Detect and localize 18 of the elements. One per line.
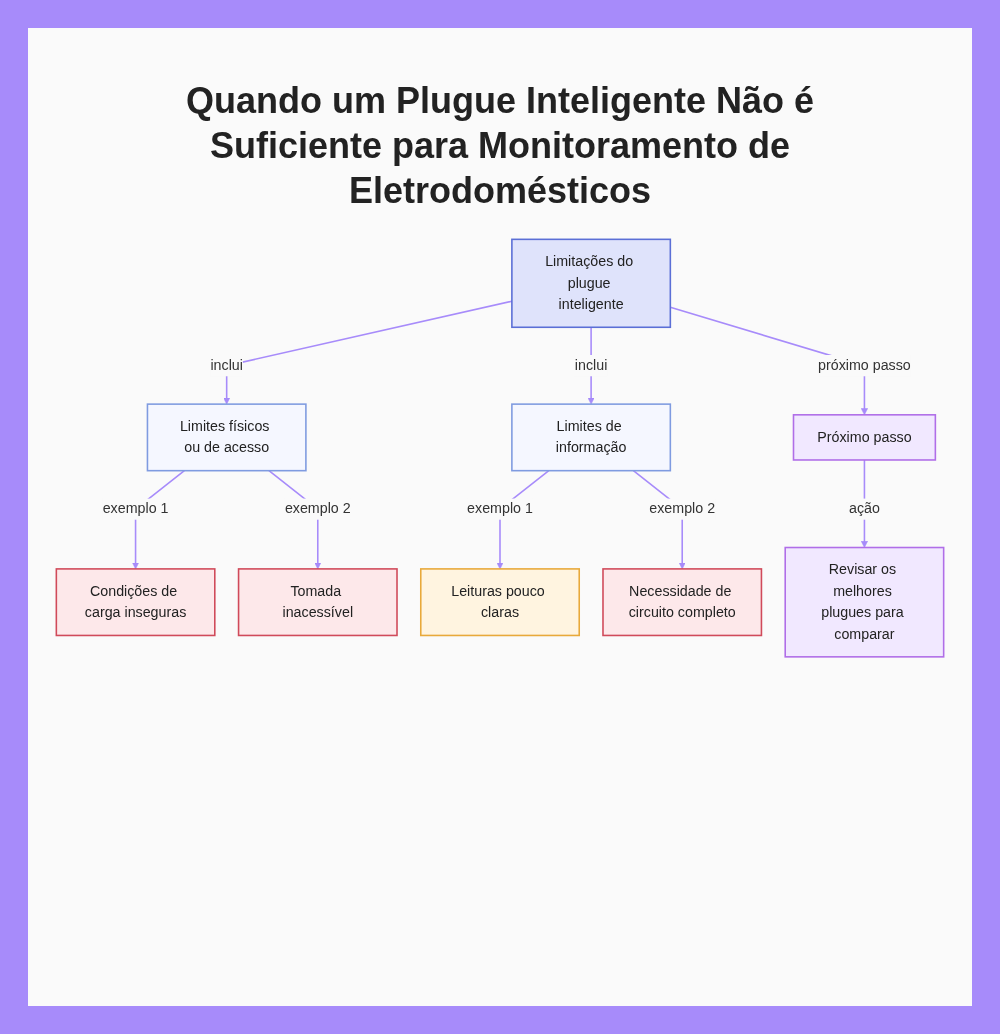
edge-label: inclui bbox=[574, 357, 608, 374]
diagram-title: Quando um Plugue Inteligente Não é Suficiente para Monitoramento de Eletrodomésticos bbox=[184, 79, 816, 213]
edge-label: exemplo 1 bbox=[102, 500, 169, 517]
edge-label: exemplo 2 bbox=[284, 500, 351, 517]
edge-label: próximo passo bbox=[818, 357, 911, 374]
edge-label: exemplo 2 bbox=[649, 500, 716, 517]
node-box: Leituras pouco claras bbox=[420, 568, 580, 637]
node-box: Limitações do plugue inteligente bbox=[511, 238, 672, 329]
node-box: Tomada inacessível bbox=[237, 568, 398, 637]
node-box: Revisar os melhores plugues para comparar bbox=[784, 546, 945, 658]
node-box: Condições de carga inseguras bbox=[55, 568, 216, 637]
node-box: Limites físicos ou de acesso bbox=[146, 403, 307, 472]
edge-label: exemplo 1 bbox=[467, 500, 533, 517]
node-box: Necessidade de circuito completo bbox=[602, 568, 763, 637]
node-box: Próximo passo bbox=[792, 414, 937, 461]
node-box: Limites de informação bbox=[511, 403, 672, 472]
edge-label: ação bbox=[848, 500, 880, 517]
edge-label: inclui bbox=[210, 357, 243, 374]
